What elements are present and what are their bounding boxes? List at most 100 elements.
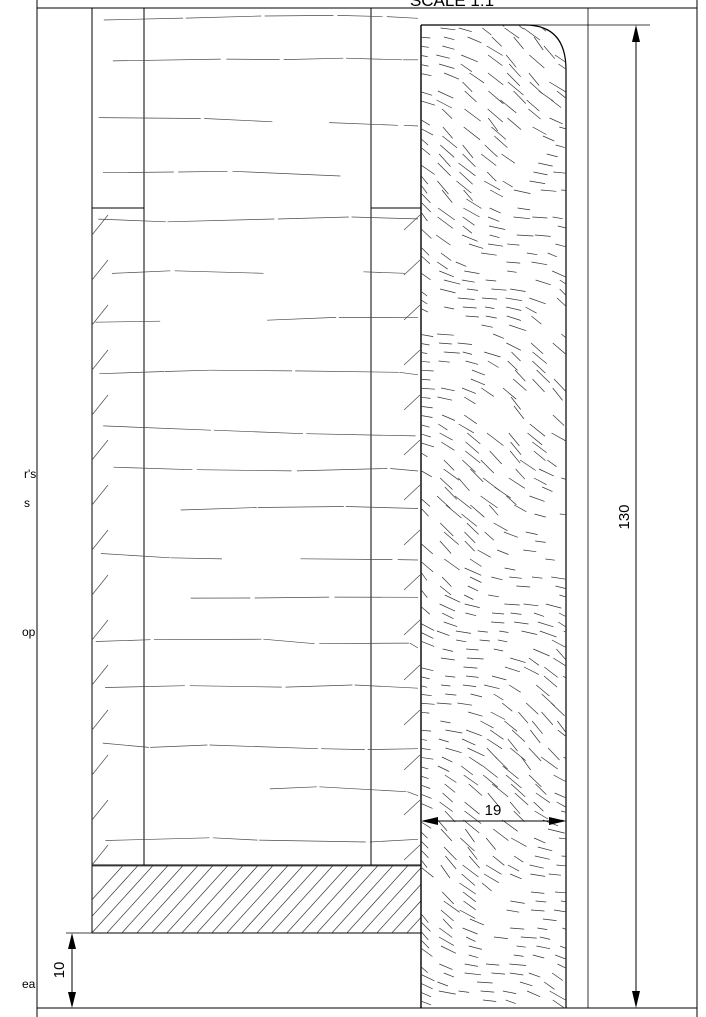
grain-stroke <box>421 567 428 581</box>
grain-stroke <box>369 838 419 843</box>
grain-stroke <box>481 324 493 328</box>
grain-stroke <box>477 549 491 558</box>
grain-stroke <box>553 909 566 913</box>
grain-stroke <box>573 532 590 534</box>
grain-stroke <box>533 171 548 176</box>
grain-stroke <box>442 45 455 50</box>
grain-stroke <box>488 225 506 230</box>
grain-stroke <box>256 865 319 933</box>
grain-stroke <box>552 414 565 426</box>
grain-stroke <box>506 495 517 506</box>
grain-stroke <box>178 170 228 173</box>
grain-stroke <box>403 664 421 681</box>
grain-stroke <box>554 792 566 801</box>
grain-stroke <box>521 756 531 771</box>
grain-stroke <box>481 882 492 892</box>
grain-stroke <box>485 837 496 850</box>
grain-stroke <box>367 748 419 750</box>
grain-stroke <box>457 702 473 706</box>
grain-stroke <box>174 270 264 274</box>
grain-stroke <box>103 17 184 21</box>
grain-stroke <box>540 756 558 770</box>
grain-stroke <box>530 909 545 912</box>
grain-stroke <box>91 214 109 236</box>
grain-stroke <box>399 371 419 376</box>
grain-stroke <box>563 756 566 767</box>
grain-stroke <box>403 259 421 276</box>
grain-stroke <box>442 792 454 803</box>
grain-stroke <box>435 234 451 246</box>
grain-stroke <box>462 351 473 355</box>
grain-stroke <box>441 108 453 119</box>
grain-stroke <box>538 90 554 102</box>
grain-stroke <box>558 63 566 75</box>
grain-stroke <box>444 594 461 603</box>
grain-stroke <box>551 432 566 443</box>
grain-stroke <box>459 882 476 895</box>
grain-stroke <box>454 495 472 510</box>
grain-stroke <box>437 819 448 832</box>
grain-stroke <box>488 90 504 105</box>
grain-stroke <box>505 774 522 789</box>
grain-stroke <box>513 954 524 957</box>
grain-stroke <box>421 162 435 175</box>
grain-stroke <box>534 234 551 237</box>
grain-stroke <box>538 468 554 477</box>
grain-stroke <box>301 865 364 933</box>
grain-stroke <box>421 585 428 598</box>
grain-stroke <box>439 522 454 537</box>
grain-stroke <box>463 189 473 201</box>
grain-stroke <box>506 261 521 264</box>
grain-stroke <box>98 117 201 119</box>
grain-stroke <box>421 342 430 346</box>
grain-stroke <box>484 684 500 690</box>
grain-stroke <box>204 118 273 123</box>
grain-stroke <box>495 860 563 935</box>
grain-stroke <box>390 468 419 472</box>
grain-stroke <box>421 54 428 57</box>
grain-stroke <box>493 648 504 652</box>
grain-stroke <box>189 685 282 688</box>
grain-stroke <box>403 529 421 546</box>
grain-stroke <box>421 405 433 409</box>
grain-stroke <box>516 234 534 237</box>
grain-stroke <box>403 844 421 861</box>
grain-stroke <box>552 270 566 278</box>
grain-stroke <box>445 693 457 696</box>
grain-stroke <box>91 754 109 776</box>
grain-stroke <box>95 320 161 323</box>
grain-stroke <box>561 189 566 192</box>
grain-stroke <box>465 441 480 454</box>
grain-stroke <box>528 774 542 788</box>
grain-stroke <box>491 621 505 624</box>
grain-stroke <box>534 513 546 518</box>
grain-stroke <box>529 1009 545 1017</box>
grain-stroke <box>534 810 549 820</box>
grain-stroke <box>507 81 524 96</box>
grain-stroke <box>540 189 557 192</box>
grain-stroke <box>486 432 504 446</box>
grain-stroke <box>513 216 530 220</box>
grain-stroke <box>509 963 527 966</box>
grain-stroke <box>420 860 488 935</box>
grain-stroke <box>443 351 460 354</box>
grain-stroke <box>421 495 431 507</box>
grain-stroke <box>547 747 560 761</box>
grain-stroke <box>440 684 451 687</box>
grain-stroke <box>463 414 478 425</box>
grain-stroke <box>462 153 476 168</box>
grain-stroke <box>439 801 453 812</box>
grain-stroke <box>488 504 499 516</box>
grain-stroke <box>491 675 507 681</box>
grain-stroke <box>521 630 538 635</box>
grain-stroke <box>441 576 452 587</box>
grain-stroke <box>487 108 504 123</box>
grain-stroke <box>509 801 521 815</box>
grain-stroke <box>440 909 454 922</box>
grain-stroke <box>319 642 409 645</box>
grain-stroke <box>421 414 433 418</box>
grain-stroke <box>466 432 481 445</box>
grain-stroke <box>534 855 550 860</box>
grain-stroke <box>537 927 548 930</box>
grain-stroke <box>529 864 544 869</box>
